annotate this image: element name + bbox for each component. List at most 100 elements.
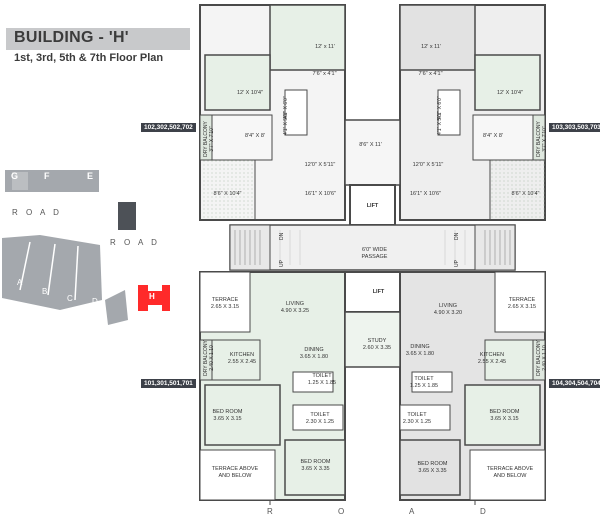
toilets-tl: [284, 89, 308, 136]
title-accent: [0, 28, 6, 50]
terrace-above-br: [469, 449, 546, 501]
study: [344, 311, 401, 368]
label-toilet-bl: TOILET: [310, 412, 330, 418]
label-living-bl: LIVING: [285, 301, 305, 307]
label-kitchen-br: KITCHEN: [479, 352, 505, 358]
road-o: O: [338, 507, 348, 516]
stairs-left: [234, 230, 261, 265]
key-plan: [0, 162, 180, 325]
label-lobby: 8'6" X 11': [359, 142, 382, 148]
bedroom-1-tr: [399, 4, 476, 71]
label-toilet-small-bl-size: 1.25 X 1.85: [307, 380, 337, 386]
label-dining-br: DINING: [410, 344, 430, 350]
label-dining-tr: 12'0" X 5'11": [412, 162, 444, 168]
title-bar: [0, 28, 190, 50]
kitchen-br: [484, 339, 534, 381]
label-kitchen-tr: 8'4" X 8': [483, 133, 503, 139]
label-dn-left: DN: [279, 232, 285, 240]
floor-plan: [199, 4, 546, 505]
unit-tag-top-right: 103,303,503,703: [549, 123, 600, 132]
label-bedroom-br-size: 3.65 X 3.15: [490, 416, 519, 422]
label-bedroom-bl: BED ROOM: [212, 409, 243, 415]
label-bed1-tr: 12' x 11': [421, 44, 441, 50]
label-toilet-small-br-size: 1.25 X 1.85: [409, 383, 439, 389]
label-terrace-above-br: TERRACE ABOVE AND BELOW: [486, 466, 534, 479]
toilet-small-br: [411, 371, 453, 393]
label-bath-tl: 7'6" x 4'1": [312, 71, 337, 77]
label-bedroom2-bl-size: 3.65 X 3.35: [301, 466, 330, 472]
label-toilet-small-br: TOILET: [414, 376, 434, 382]
passage: [229, 224, 516, 271]
label-kitchen-br-size: 2.55 X 2.45: [477, 359, 507, 365]
label-toilet-small-bl: TOILET: [312, 373, 332, 379]
label-terrace-br: TERRACE: [508, 297, 536, 303]
label-study: STUDY: [367, 338, 387, 344]
label-living-bl-size: 4.90 X 3.25: [280, 308, 310, 314]
label-lift-top: LIFT: [366, 203, 379, 209]
key-label-a: A: [17, 278, 23, 287]
key-label-d: D: [92, 297, 98, 306]
balcony-tl: [199, 159, 256, 221]
key-block-abcd: [2, 235, 102, 310]
bedroom-2-br: [399, 439, 461, 496]
bedroom-2-tl: [204, 54, 271, 111]
balcony-tr: [489, 159, 546, 221]
unit-tag-bottom-left: 101,301,501,701: [141, 379, 196, 388]
stairs-right: [484, 230, 511, 265]
bedroom-bl: [204, 384, 281, 446]
building-title: BUILDING - 'H': [14, 29, 129, 46]
label-dining-bl-size: 3.65 X 1.80: [299, 354, 329, 360]
label-toilet-br: TOILET: [407, 412, 427, 418]
label-living-br-size: 4.90 X 3.20: [433, 310, 463, 316]
label-up-right: UP: [454, 260, 460, 267]
key-label-e: E: [87, 171, 94, 181]
kitchen-tr: [472, 114, 534, 161]
label-living-br: LIVING: [438, 303, 458, 309]
key-label-g: G: [11, 171, 19, 181]
bedroom-2-bl: [284, 439, 346, 496]
label-balcony-tl: 8'6" X 10'4": [213, 191, 242, 197]
label-kitchen-bl-size: 2.55 X 2.45: [227, 359, 257, 365]
label-kitchen-bl: KITCHEN: [229, 352, 255, 358]
road-r: R: [267, 507, 276, 516]
label-bed2-tl: 12' X 10'4": [236, 90, 264, 96]
key-label-c: C: [67, 294, 73, 303]
bedroom-1-tl: [269, 4, 346, 71]
lobby-top: [344, 119, 401, 186]
label-dry-balcony-tl: DRY BALCONY 3'7" X 7'10": [203, 121, 215, 157]
key-label-f: F: [44, 171, 50, 181]
key-road-right: R O A D: [110, 238, 160, 247]
label-bedroom2-br-size: 3.65 X 3.35: [418, 468, 447, 474]
label-study-size: 2.60 X 3.35: [362, 345, 392, 351]
label-bed1-tl: 12' x 11': [315, 44, 335, 50]
kitchen-tl: [211, 114, 273, 161]
key-block-f: [35, 170, 67, 192]
floor-plan-subtitle: 1st, 3rd, 5th & 7th Floor Plan: [14, 52, 164, 64]
key-block-h: [138, 285, 148, 311]
bedroom-br: [464, 384, 541, 446]
label-dining-tl: 12'0" X 5'11": [304, 162, 336, 168]
label-bed2-tr: 12' X 10'4": [496, 90, 524, 96]
label-dry-balcony-bl: DRY BALCONY 2.40 X 1.10: [203, 340, 215, 376]
road-d: D: [480, 507, 489, 516]
label-terrace-bl-size: 2.65 X 3.15: [210, 304, 240, 310]
kitchen-bl: [211, 339, 261, 381]
label-bedroom2-br: BED ROOM: [417, 461, 448, 467]
label-up-left: UP: [279, 260, 285, 267]
label-toilet-br-size: 2.30 X 1.25: [402, 419, 432, 425]
label-living-tl: 16'1" X 10'6": [304, 191, 337, 197]
label-dining-br-size: 3.65 X 1.80: [405, 351, 435, 357]
key-road-top: R O A D: [12, 208, 62, 217]
label-kitchen-tl: 8'4" X 8': [245, 133, 265, 139]
key-label-b: B: [42, 287, 48, 296]
label-toilet-b-tr: 4'1" X 5'0": [437, 112, 443, 135]
label-passage: 6'0" WIDE PASSAGE: [361, 247, 388, 260]
road-a: A: [409, 507, 418, 516]
label-bedroom-br: BED ROOM: [489, 409, 520, 415]
lift-bottom: [344, 271, 401, 313]
bedroom-2-tr: [474, 54, 541, 111]
unit-tag-bottom-right: 104,304,504,704: [549, 379, 600, 388]
toilet-bl: [292, 404, 344, 431]
key-block-e: [67, 170, 99, 192]
label-bath-tr: 7'6" x 4'1": [418, 71, 443, 77]
